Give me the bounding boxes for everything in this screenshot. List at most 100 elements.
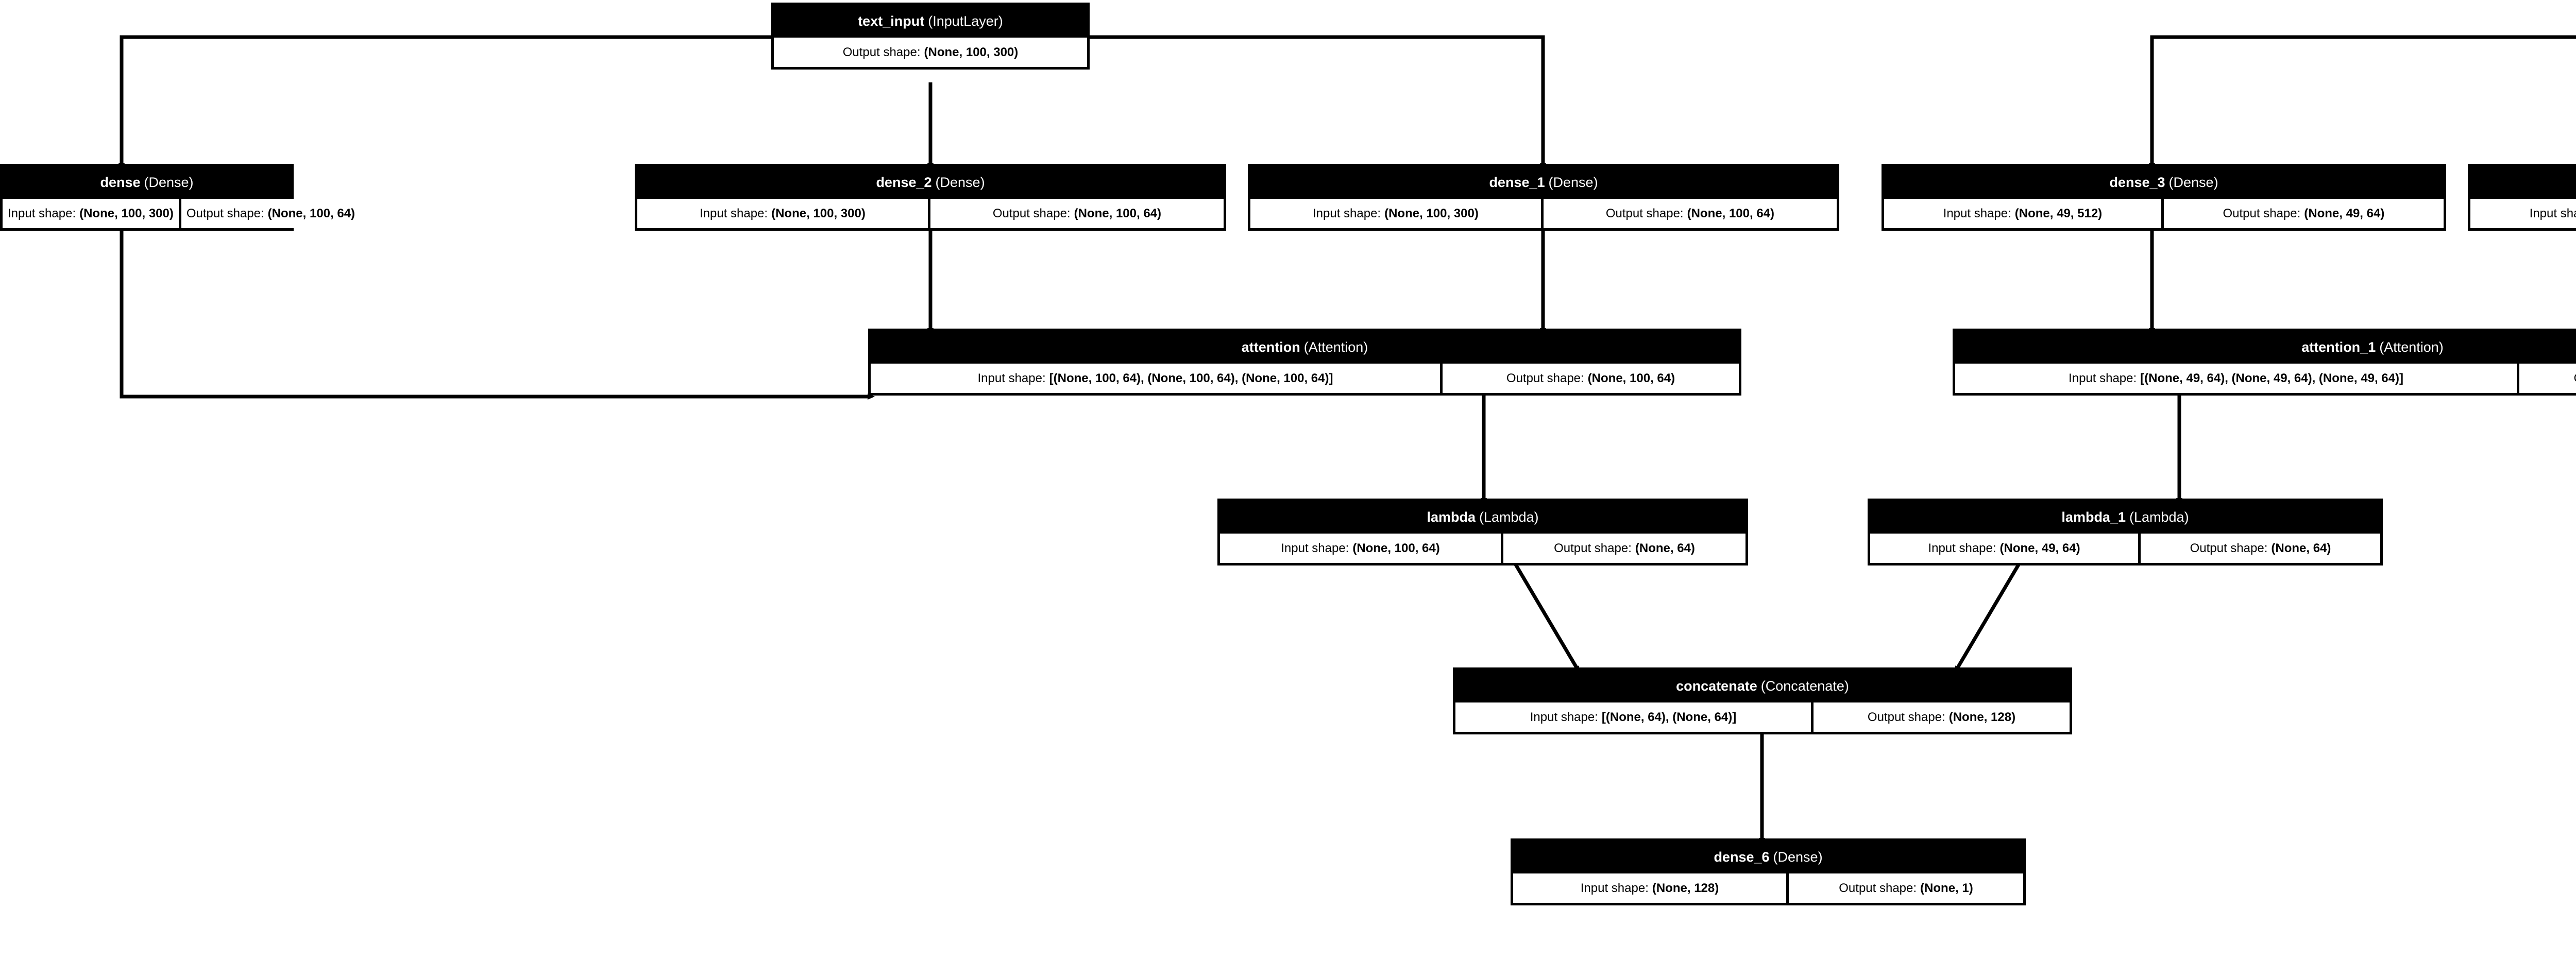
input-shape-value: (None, 49, 64) bbox=[1999, 541, 2080, 555]
output-shape-cell: Output shape:(None, 64) bbox=[1503, 534, 1745, 563]
input-shape-value: [(None, 64), (None, 64)] bbox=[1601, 710, 1737, 724]
output-shape-value: (None, 49, 64) bbox=[2304, 206, 2385, 220]
node-shapes: Input shape:(None, 100, 300) Output shap… bbox=[3, 199, 361, 228]
input-shape-cell: Input shape:(None, 100, 300) bbox=[637, 199, 928, 228]
output-shape-value: (None, 100, 64) bbox=[1587, 371, 1675, 385]
input-shape-value: (None, 128) bbox=[1652, 881, 1719, 895]
output-shape-value: (None, 128) bbox=[1948, 710, 2016, 724]
input-shape-value: (None, 100, 64) bbox=[1352, 541, 1440, 555]
node-title: concatenate(Concatenate) bbox=[1455, 670, 2070, 702]
node-lambda_1[interactable]: lambda_1(Lambda) Input shape:(None, 49, … bbox=[1868, 499, 2383, 565]
node-text_input[interactable]: text_input(InputLayer) Output shape:(Non… bbox=[771, 3, 1090, 70]
node-attention[interactable]: attention(Attention) Input shape:[(None,… bbox=[868, 329, 1741, 396]
node-shapes: Input shape:[(None, 100, 64), (None, 100… bbox=[871, 364, 1739, 393]
output-shape-label: Output shape: bbox=[2223, 206, 2301, 220]
output-shape-label: Output shape: bbox=[2190, 541, 2268, 555]
output-shape-cell: Output shape:(None, 128) bbox=[1814, 702, 2070, 732]
node-attention_1[interactable]: attention_1(Attention) Input shape:[(Non… bbox=[1953, 329, 2576, 396]
node-lambda[interactable]: lambda(Lambda) Input shape:(None, 100, 6… bbox=[1217, 499, 1748, 565]
node-shapes: Input shape:[(None, 64), (None, 64)] Out… bbox=[1455, 702, 2070, 732]
input-shape-label: Input shape: bbox=[1580, 881, 1649, 895]
output-shape-label: Output shape: bbox=[1867, 710, 1945, 724]
node-title: dense_1(Dense) bbox=[1250, 166, 1837, 199]
output-shape-label: Output shape: bbox=[186, 206, 264, 220]
output-shape-label: Output shape: bbox=[1554, 541, 1632, 555]
layer-name: text_input bbox=[858, 13, 925, 29]
input-shape-cell: Input shape:(None, 100, 300) bbox=[3, 199, 179, 228]
edge-image_input-dense_3 bbox=[2149, 35, 2576, 170]
output-shape-cell: Output shape:(None, 49, 64) bbox=[2163, 199, 2444, 228]
node-dense_1[interactable]: dense_1(Dense) Input shape:(None, 100, 3… bbox=[1248, 164, 1839, 231]
layer-class: (InputLayer) bbox=[928, 13, 1003, 29]
output-shape-label: Output shape: bbox=[1605, 206, 1684, 220]
layer-name: attention_1 bbox=[2301, 339, 2376, 355]
layer-class: (Lambda) bbox=[2129, 509, 2189, 525]
output-shape-cell: Output shape:(None, 100, 64) bbox=[181, 199, 361, 228]
output-shape-cell: Output shape:(None, 1) bbox=[1789, 873, 2023, 903]
node-shapes: Input shape:(None, 100, 300) Output shap… bbox=[1250, 199, 1837, 228]
input-shape-label: Input shape: bbox=[1281, 541, 1349, 555]
input-shape-value: (None, 100, 300) bbox=[1384, 206, 1479, 220]
layer-name: dense_1 bbox=[1489, 175, 1545, 190]
node-shapes: Input shape:(None, 128) Output shape:(No… bbox=[1513, 873, 2023, 903]
node-concatenate[interactable]: concatenate(Concatenate) Input shape:[(N… bbox=[1453, 667, 2072, 734]
output-shape-value: (None, 64) bbox=[2271, 541, 2331, 555]
layer-class: (Dense) bbox=[2168, 175, 2218, 190]
node-title: dense_2(Dense) bbox=[637, 166, 1224, 199]
output-shape-value: (None, 100, 64) bbox=[1687, 206, 1775, 220]
output-shape-value: (None, 1) bbox=[1920, 881, 1973, 895]
node-title: dense_3(Dense) bbox=[1884, 166, 2444, 199]
layer-name: concatenate bbox=[1676, 678, 1757, 694]
output-shape-value: (None, 100, 64) bbox=[267, 206, 355, 220]
node-dense_2[interactable]: dense_2(Dense) Input shape:(None, 100, 3… bbox=[635, 164, 1226, 231]
layer-class: (Attention) bbox=[2379, 339, 2444, 355]
layer-class: (Dense) bbox=[1548, 175, 1598, 190]
node-title: dense_5(Dense) bbox=[2470, 166, 2576, 199]
layer-name: attention bbox=[1241, 339, 1300, 355]
output-shape-cell: Output shape:(None, 64) bbox=[2141, 534, 2380, 563]
output-shape-cell: Output shape:(None, 49, 64) bbox=[2519, 364, 2576, 393]
input-shape-cell: Input shape:(None, 49, 512) bbox=[1884, 199, 2161, 228]
node-shapes: Input shape:[(None, 49, 64), (None, 49, … bbox=[1955, 364, 2576, 393]
layer-name: lambda bbox=[1427, 509, 1476, 525]
input-shape-label: Input shape: bbox=[2529, 206, 2576, 220]
output-shape-cell: Output shape:(None, 100, 300) bbox=[774, 38, 1087, 67]
input-shape-cell: Input shape:(None, 100, 300) bbox=[1250, 199, 1541, 228]
output-shape-cell: Output shape:(None, 100, 64) bbox=[930, 199, 1224, 228]
node-dense_5[interactable]: dense_5(Dense) Input shape:(None, 49, 51… bbox=[2468, 164, 2576, 231]
input-shape-label: Input shape: bbox=[1928, 541, 1996, 555]
layer-name: dense bbox=[100, 175, 141, 190]
input-shape-value: (None, 100, 300) bbox=[79, 206, 174, 220]
input-shape-cell: Input shape:[(None, 49, 64), (None, 49, … bbox=[1955, 364, 2517, 393]
edge-lambda_1-concatenate bbox=[1954, 562, 2022, 674]
output-shape-value: (None, 100, 64) bbox=[1074, 206, 1162, 220]
node-shapes: Output shape:(None, 100, 300) bbox=[774, 38, 1087, 67]
node-shapes: Input shape:(None, 100, 300) Output shap… bbox=[637, 199, 1224, 228]
node-shapes: Input shape:(None, 49, 64) Output shape:… bbox=[1870, 534, 2380, 563]
input-shape-cell: Input shape:[(None, 64), (None, 64)] bbox=[1455, 702, 1811, 732]
input-shape-cell: Input shape:(None, 49, 512) bbox=[2470, 199, 2576, 228]
node-shapes: Input shape:(None, 49, 512) Output shape… bbox=[2470, 199, 2576, 228]
input-shape-label: Input shape: bbox=[699, 206, 768, 220]
layer-class: (Dense) bbox=[144, 175, 194, 190]
output-shape-label: Output shape: bbox=[2574, 371, 2576, 386]
input-shape-cell: Input shape:[(None, 100, 64), (None, 100… bbox=[871, 364, 1440, 393]
input-shape-label: Input shape: bbox=[977, 371, 1046, 385]
output-shape-label: Output shape: bbox=[842, 45, 921, 59]
input-shape-label: Input shape: bbox=[2069, 371, 2137, 385]
node-dense_3[interactable]: dense_3(Dense) Input shape:(None, 49, 51… bbox=[1882, 164, 2446, 231]
layer-class: (Dense) bbox=[935, 175, 985, 190]
node-shapes: Input shape:(None, 49, 512) Output shape… bbox=[1884, 199, 2444, 228]
node-dense[interactable]: dense(Dense) Input shape:(None, 100, 300… bbox=[0, 164, 361, 231]
node-dense_6[interactable]: dense_6(Dense) Input shape:(None, 128) O… bbox=[1511, 838, 2026, 905]
edge-text_input-dense_1 bbox=[1090, 35, 1546, 170]
output-shape-label: Output shape: bbox=[992, 206, 1071, 220]
input-shape-cell: Input shape:(None, 49, 64) bbox=[1870, 534, 2138, 563]
node-shapes: Input shape:(None, 100, 64) Output shape… bbox=[1220, 534, 1745, 563]
input-shape-label: Input shape: bbox=[8, 206, 76, 220]
input-shape-value: [(None, 100, 64), (None, 100, 64), (None… bbox=[1049, 371, 1333, 385]
input-shape-label: Input shape: bbox=[1312, 206, 1381, 220]
input-shape-label: Input shape: bbox=[1530, 710, 1598, 724]
input-shape-cell: Input shape:(None, 128) bbox=[1513, 873, 1786, 903]
